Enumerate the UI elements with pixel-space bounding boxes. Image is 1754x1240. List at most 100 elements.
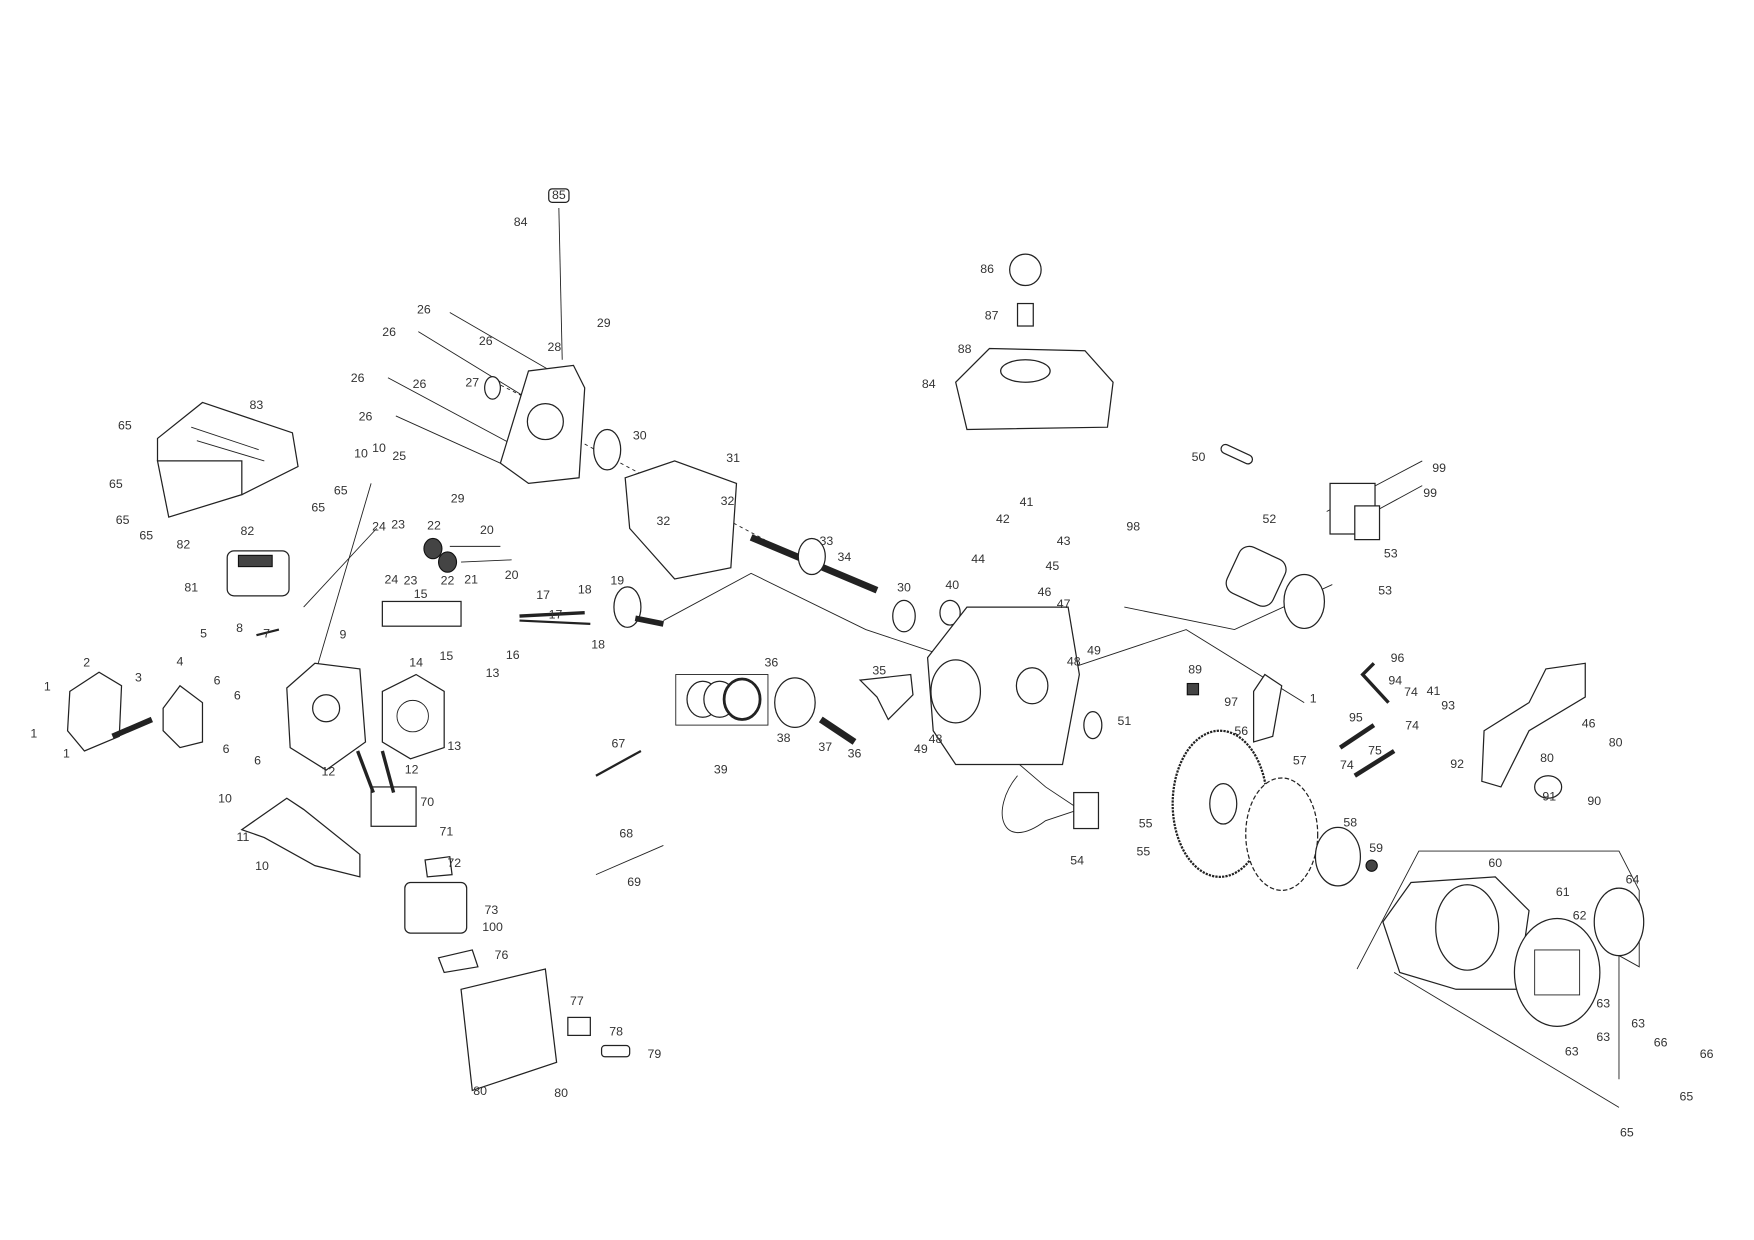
callout-label-89: 89 [1188, 662, 1202, 676]
callout-label-70: 70 [420, 795, 434, 809]
callout-label-27: 27 [465, 376, 479, 390]
callout-label-29: 29 [451, 492, 465, 506]
callout-label-55: 55 [1139, 816, 1153, 830]
callout-label-63: 63 [1596, 996, 1610, 1010]
callout-label-1: 1 [44, 679, 51, 693]
callout-label-6: 6 [214, 674, 221, 688]
fan-housing [1382, 876, 1530, 990]
callout-label-6: 6 [254, 753, 261, 767]
callout-label-9: 9 [340, 628, 347, 642]
callout-label-63: 63 [1565, 1045, 1579, 1059]
callout-label-94: 94 [1388, 674, 1402, 688]
callout-label-50: 50 [1192, 450, 1206, 464]
callout-label-34: 34 [838, 550, 852, 564]
callout-label-66: 66 [1700, 1047, 1714, 1061]
callout-label-4: 4 [177, 655, 184, 669]
callout-label-26: 26 [382, 325, 396, 339]
callout-label-63: 63 [1631, 1017, 1645, 1031]
callout-label-87: 87 [985, 308, 999, 322]
callout-label-17: 17 [536, 588, 550, 602]
key-block [1186, 682, 1200, 696]
callout-label-10: 10 [218, 792, 232, 806]
stop-plate [1220, 443, 1254, 465]
callout-label-2: 2 [83, 656, 90, 670]
valve-cover [66, 671, 123, 752]
callout-label-65: 65 [109, 477, 123, 491]
callout-label-6: 6 [234, 688, 241, 702]
callout-label-93: 93 [1441, 698, 1455, 712]
callout-label-25: 25 [392, 449, 406, 463]
callout-label-5: 5 [200, 626, 207, 640]
callout-label-30: 30 [633, 429, 647, 443]
callout-label-13: 13 [486, 666, 500, 680]
callout-label-79: 79 [648, 1047, 662, 1061]
callout-label-90: 90 [1587, 794, 1601, 808]
callout-label-66: 66 [1654, 1036, 1668, 1050]
callout-label-16: 16 [506, 648, 520, 662]
callout-label-65: 65 [311, 501, 325, 515]
callout-label-80: 80 [1540, 751, 1554, 765]
callout-label-73: 73 [485, 903, 499, 917]
callout-label-15: 15 [414, 587, 428, 601]
callout-label-58: 58 [1343, 815, 1357, 829]
piston-pin [818, 716, 857, 745]
callout-label-69: 69 [627, 875, 641, 889]
throttle-rod [595, 844, 664, 876]
heat-shield [240, 797, 361, 878]
cooling-fan [1245, 777, 1319, 891]
callout-label-10: 10 [372, 441, 386, 455]
callout-label-74: 74 [1340, 758, 1354, 772]
callout-label-22: 22 [427, 519, 441, 533]
callout-label-84: 84 [922, 377, 936, 391]
callout-label-61: 61 [1556, 885, 1570, 899]
callout-label-7: 7 [263, 626, 270, 640]
control-bracket [1481, 662, 1586, 788]
callout-label-100: 100 [482, 920, 503, 934]
callout-label-32: 32 [657, 514, 671, 528]
callout-label-48: 48 [929, 732, 943, 746]
engine-block [926, 606, 1103, 766]
callout-label-15: 15 [440, 649, 454, 663]
callout-label-26: 26 [351, 371, 365, 385]
gasket [624, 460, 738, 580]
callout-label-26: 26 [413, 377, 427, 391]
callout-label-40: 40 [945, 578, 959, 592]
breather-tube [111, 716, 153, 739]
callout-label-65: 65 [139, 529, 153, 543]
callout-label-98: 98 [1126, 520, 1140, 534]
starter-cup [1314, 826, 1362, 887]
callout-label-12: 12 [322, 765, 336, 779]
callout-label-65: 65 [1680, 1090, 1694, 1104]
crankcase-cover [484, 188, 622, 485]
callout-label-13: 13 [447, 739, 461, 753]
callout-label-65: 65 [118, 418, 132, 432]
callout-label-65: 65 [1620, 1126, 1634, 1140]
electric-starter [1225, 482, 1381, 630]
callout-label-42: 42 [996, 512, 1010, 526]
callout-label-43: 43 [1057, 534, 1071, 548]
muffler-cover [156, 401, 299, 518]
callout-label-28: 28 [547, 340, 561, 354]
callout-label-26: 26 [359, 409, 373, 423]
callout-label-84: 84 [514, 215, 528, 229]
callout-label-20: 20 [505, 568, 519, 582]
callout-label-24: 24 [372, 520, 386, 534]
callout-label-36: 36 [848, 747, 862, 761]
callout-label-1: 1 [1310, 692, 1317, 706]
callout-label-82: 82 [241, 524, 255, 538]
callout-label-10: 10 [354, 447, 368, 461]
callout-label-72: 72 [447, 856, 461, 870]
callout-label-74: 74 [1404, 685, 1418, 699]
callout-label-60: 60 [1488, 856, 1502, 870]
governor-spring [595, 749, 642, 777]
callout-label-88: 88 [958, 342, 972, 356]
callout-label-96: 96 [1391, 651, 1405, 665]
callout-label-80: 80 [1609, 735, 1623, 749]
callout-label-81: 81 [184, 580, 198, 594]
callout-label-53: 53 [1384, 547, 1398, 561]
callout-label-74: 74 [1405, 719, 1419, 733]
callout-label-51: 51 [1117, 714, 1131, 728]
